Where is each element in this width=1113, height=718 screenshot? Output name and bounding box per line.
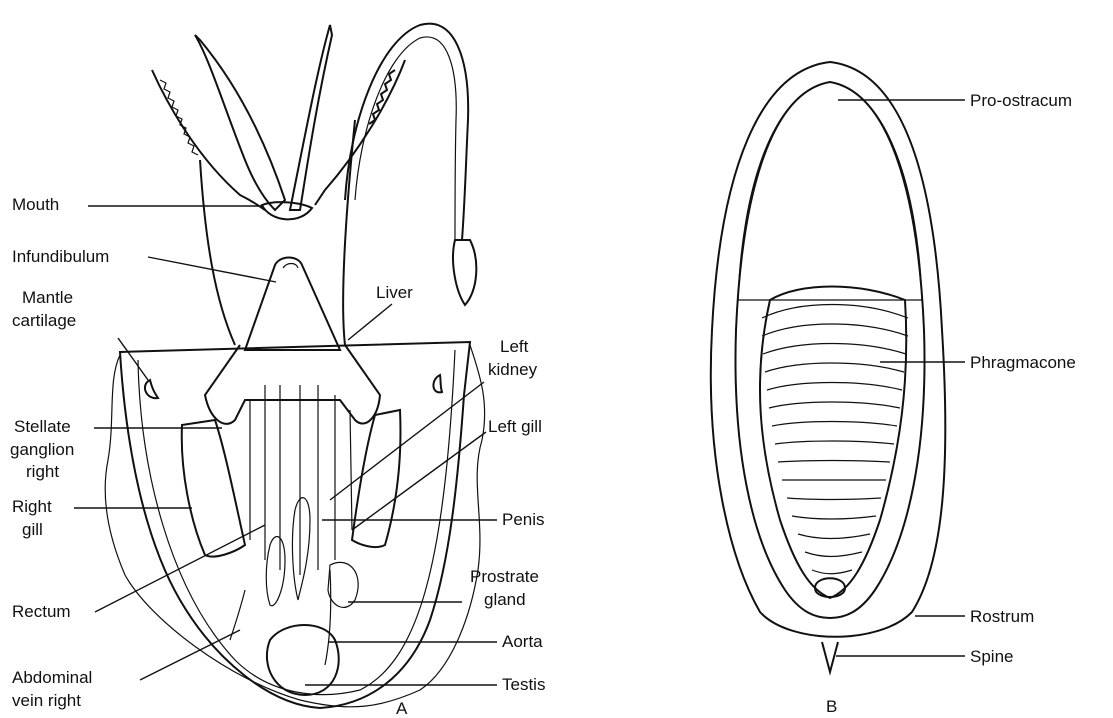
kidney-right <box>266 537 285 606</box>
mantle-outline <box>120 342 470 708</box>
kidney-left <box>292 498 310 600</box>
pro-ostracum <box>738 82 922 300</box>
label-mantle-cartilage-1: Mantle <box>22 288 73 307</box>
phragmacone <box>760 287 906 599</box>
label-testis: Testis <box>502 675 545 694</box>
arm-left-inner <box>195 35 285 210</box>
rostrum-outer <box>711 62 946 637</box>
right-gill <box>182 420 245 557</box>
label-abdominal-1: Abdominal <box>12 668 92 687</box>
squid-dissection-figure: Mouth Infundibulum Mantle cartilage Live… <box>10 24 545 718</box>
label-liver: Liver <box>376 283 413 302</box>
label-abdominal-2: vein right <box>12 691 81 710</box>
viscera-columns <box>250 385 352 575</box>
spine <box>822 642 838 672</box>
mantle-cartilage-left <box>145 380 158 398</box>
label-infundibulum: Infundibulum <box>12 247 109 266</box>
figure-letter-b: B <box>826 697 837 716</box>
label-stellate-3: right <box>26 462 59 481</box>
label-rectum: Rectum <box>12 602 71 621</box>
tentacle <box>345 24 468 240</box>
abdominal-vein <box>230 590 245 640</box>
visceral-body <box>205 345 380 424</box>
mantle-inner-line <box>138 350 455 695</box>
mantle-cartilage-right <box>433 375 442 392</box>
protoconch <box>815 578 845 597</box>
label-phragmacone: Phragmacone <box>970 353 1076 372</box>
label-pro-ostracum: Pro-ostracum <box>970 91 1072 110</box>
head-outline <box>200 120 355 345</box>
arm-right <box>315 60 405 205</box>
label-right-gill-2: gill <box>22 520 43 539</box>
label-left-gill: Left gill <box>488 417 542 436</box>
arm-mid <box>290 25 332 210</box>
label-right-gill-1: Right <box>12 497 52 516</box>
prostate-gland <box>328 562 358 607</box>
label-prostrate-1: Prostrate <box>470 567 539 586</box>
leader-abdominal <box>140 630 240 680</box>
inner-cavity <box>735 82 924 618</box>
left-gill <box>352 410 400 547</box>
label-prostrate-2: gland <box>484 590 526 609</box>
label-spine: Spine <box>970 647 1013 666</box>
label-left-kidney-1: Left <box>500 337 529 356</box>
label-penis: Penis <box>502 510 545 529</box>
shell-figure: Pro-ostracum Phragmacone Rostrum Spine B <box>711 62 1076 716</box>
label-mantle-cartilage-2: cartilage <box>12 311 76 330</box>
arm-left-outer-serration <box>160 80 198 155</box>
tentacle-inner <box>355 37 456 240</box>
label-left-kidney-2: kidney <box>488 360 538 379</box>
label-mouth: Mouth <box>12 195 59 214</box>
leader-liver <box>348 304 392 340</box>
figure-letter-a: A <box>396 699 408 718</box>
label-rostrum: Rostrum <box>970 607 1034 626</box>
tentacle-club <box>453 240 476 305</box>
leader-left-gill <box>352 432 486 530</box>
label-aorta: Aorta <box>502 632 543 651</box>
label-stellate-1: Stellate <box>14 417 71 436</box>
funnel-inner <box>283 264 298 269</box>
funnel <box>245 258 340 351</box>
label-stellate-2: ganglion <box>10 440 74 459</box>
